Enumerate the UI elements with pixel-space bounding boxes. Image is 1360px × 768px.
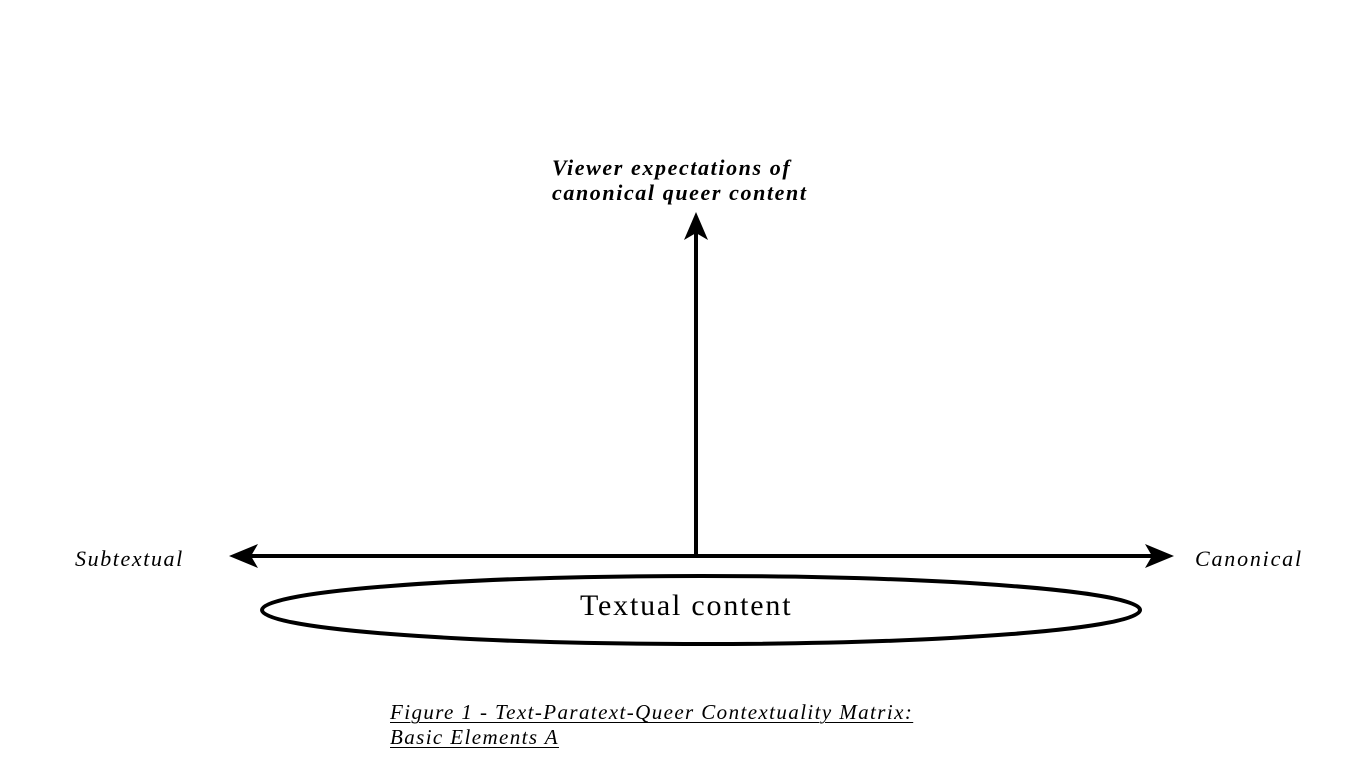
left-arrowhead bbox=[229, 544, 258, 568]
up-arrowhead bbox=[684, 212, 708, 240]
textual-content-label: Textual content bbox=[580, 589, 793, 622]
figure-caption: Figure 1 - Text-Paratext-Queer Contextua… bbox=[390, 700, 913, 750]
vertical-axis-label: Viewer expectations of canonical queer c… bbox=[552, 155, 808, 205]
figure-caption-line-1: Figure 1 - Text-Paratext-Queer Contextua… bbox=[390, 700, 914, 724]
right-arrowhead bbox=[1145, 544, 1174, 568]
figure-caption-line-2: Basic Elements A bbox=[390, 725, 559, 749]
vertical-axis-label-line-2: canonical queer content bbox=[552, 180, 808, 205]
canonical-label: Canonical bbox=[1195, 546, 1303, 571]
textual-content-ellipse bbox=[260, 574, 1142, 646]
subtextual-label: Subtextual bbox=[75, 546, 184, 571]
vertical-axis-label-line-1: Viewer expectations of bbox=[552, 155, 792, 180]
